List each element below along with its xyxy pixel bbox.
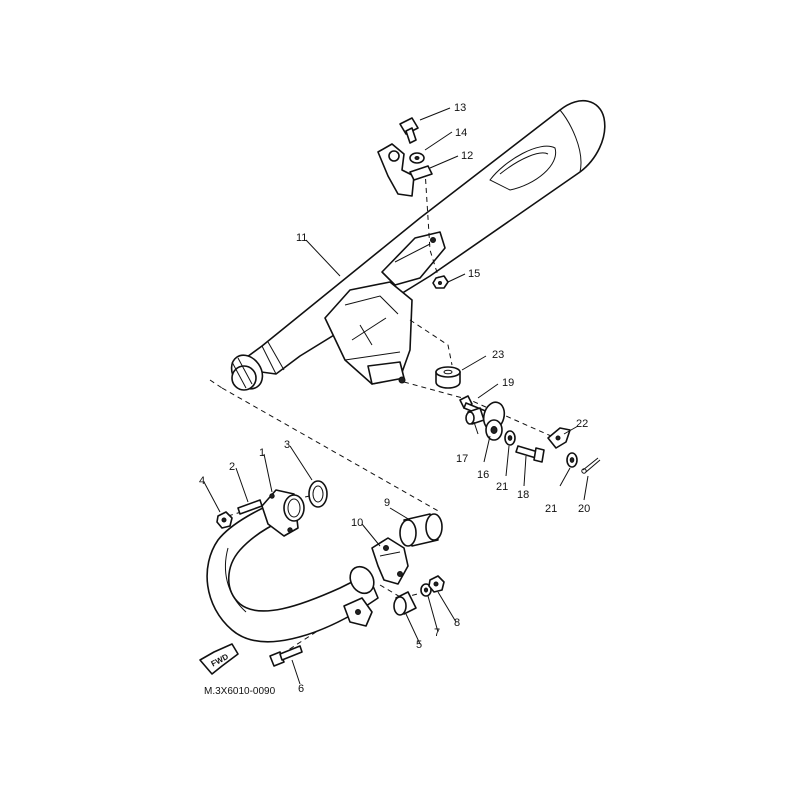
bolt-18 (515, 445, 545, 463)
callout-17: 17 (456, 453, 468, 465)
exhaust-flange (261, 489, 305, 537)
callout-numbers: 13 14 12 11 15 23 19 22 17 16 21 18 21 2… (199, 102, 590, 695)
nut-15 (432, 275, 449, 289)
nut-4 (216, 511, 233, 529)
callout-21-right: 21 (545, 503, 557, 515)
callout-14: 14 (455, 127, 467, 139)
muffler-inlet (230, 354, 264, 391)
clamp-10 (371, 537, 409, 585)
callout-15: 15 (468, 268, 480, 280)
pipe-bracket (343, 597, 373, 627)
callout-19: 19 (502, 377, 514, 389)
washer-21-a (504, 430, 516, 446)
bolt-13 (399, 117, 419, 144)
callout-8: 8 (454, 617, 460, 629)
stud-bolt-2 (237, 499, 263, 515)
callout-1: 1 (259, 447, 265, 459)
bracket-12 (377, 143, 433, 197)
callout-3: 3 (284, 439, 290, 451)
callout-10: 10 (351, 517, 363, 529)
callout-21-left: 21 (496, 481, 508, 493)
callout-11: 11 (296, 232, 307, 244)
washer-7 (420, 583, 432, 597)
nut-8 (428, 575, 445, 593)
callout-7: 7 (434, 627, 440, 639)
assembly-lines (209, 169, 561, 655)
callout-20: 20 (578, 503, 590, 515)
callout-2: 2 (229, 461, 235, 473)
callout-18: 18 (517, 489, 529, 501)
bolt-6 (269, 645, 303, 667)
callout-13: 13 (454, 102, 466, 114)
collar-5 (393, 591, 417, 616)
washer-21-b (566, 452, 578, 468)
cotter-pin-20 (581, 457, 601, 474)
callout-9: 9 (384, 497, 390, 509)
leader-lines (203, 107, 589, 685)
damper-23 (435, 366, 461, 389)
callout-12: 12 (461, 150, 473, 162)
plate-22 (547, 427, 571, 449)
drawing-code: M.3X6010-0090 (204, 686, 276, 697)
pipe-outlet (349, 565, 375, 595)
callout-5: 5 (416, 639, 422, 651)
callout-6: 6 (298, 683, 304, 695)
washer-14 (409, 152, 425, 164)
forward-arrow-icon: FWD (199, 643, 239, 675)
callout-4: 4 (199, 475, 205, 487)
gasket-3 (308, 480, 328, 508)
muffler-chamber (324, 281, 413, 385)
sleeve-9 (399, 513, 443, 547)
callout-22: 22 (576, 418, 588, 430)
callout-16: 16 (477, 469, 489, 481)
grommet-16 (482, 401, 506, 441)
callout-23: 23 (492, 349, 504, 361)
